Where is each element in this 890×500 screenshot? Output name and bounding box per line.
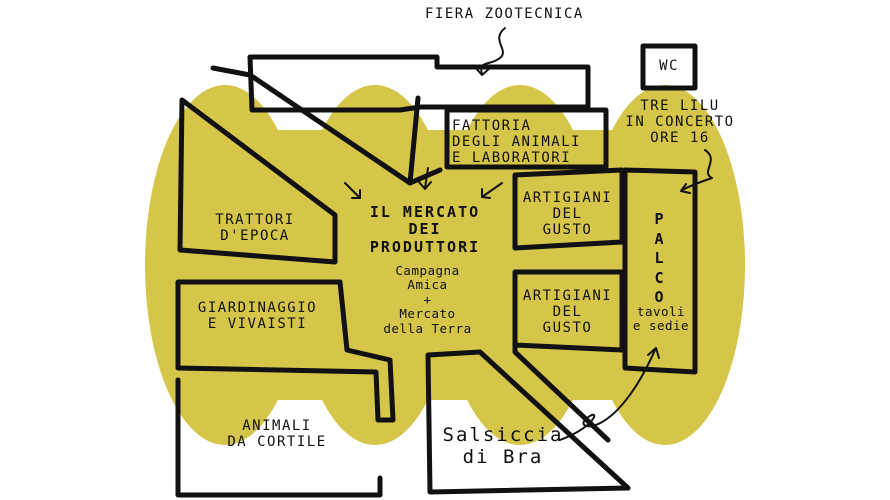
arrow-zootecnica (480, 27, 506, 75)
label-wc: WC (659, 58, 679, 74)
arrow-mercato-2 (424, 167, 429, 189)
label-mercato-sub: Campagna Amica + Mercato della Terra (383, 263, 472, 336)
wc-box (640, 43, 698, 91)
arrow-palco (559, 349, 656, 441)
arrow-concerto-head (680, 183, 691, 194)
label-salsiccia: Salsiccia di Bra (442, 424, 564, 468)
label-artigiani-1: ARTIGIANI DEL GUSTO (522, 190, 613, 239)
label-animali: ANIMALI DA CORTILE (227, 418, 327, 451)
label-mercato-title: IL MERCATO DEI PRODUTTORI (369, 203, 481, 256)
road-edge (407, 167, 443, 186)
label-fattoria: FATTORIA DEGLI ANIMALI E LABORATORI (452, 118, 582, 167)
arrow-mercato-1-head (351, 189, 361, 199)
trattori-block (177, 97, 338, 265)
road-edge-2 (512, 297, 611, 443)
arrow-mercato-3 (481, 182, 503, 198)
label-palco-sub: tavoli e sedie (632, 304, 690, 334)
arrow-mercato-3-head (481, 188, 491, 199)
label-giardinaggio: GIARDINAGGIO E VIVAISTI (197, 300, 318, 333)
label-trattori: TRATTORI D'EPOCA (215, 212, 295, 245)
arrow-zootecnica-head (473, 65, 491, 76)
arrow-mercato-1 (344, 182, 361, 199)
arrow-palco-head (647, 347, 660, 359)
label-palco: P A L C O (654, 210, 666, 306)
animali-block (175, 377, 383, 498)
label-tre-lilu: TRE LILU IN CONCERTO ORE 16 (625, 98, 735, 147)
palco-block (622, 167, 698, 375)
giardinaggio-block (175, 279, 396, 423)
label-fiera-zootecnica: FIERA ZOOTECNICA (425, 6, 584, 22)
fattoria-block (444, 107, 609, 170)
salsiccia-block (425, 349, 631, 495)
arrow-concerto (681, 149, 713, 191)
artigiani-block-1 (512, 167, 625, 251)
arrow-mercato-2-head (418, 181, 432, 190)
diagonal-road (210, 65, 421, 186)
label-artigiani-2: ARTIGIANI DEL GUSTO (522, 288, 613, 337)
